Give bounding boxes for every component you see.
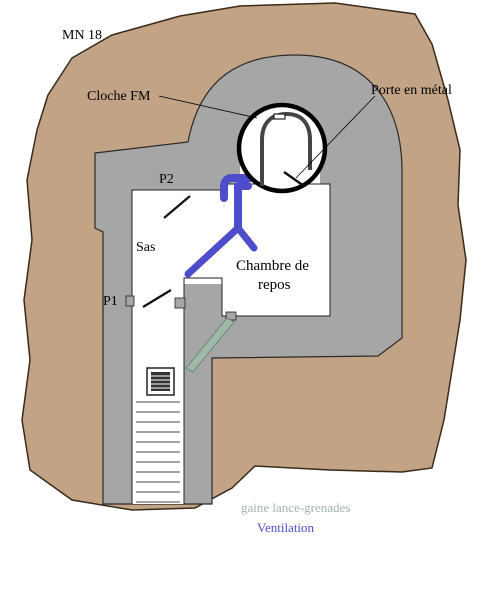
title: MN 18 — [62, 28, 102, 43]
label-chambre-line2: repos — [258, 277, 291, 293]
grate-icon — [146, 367, 175, 396]
cloche-interior-wall — [260, 111, 312, 186]
label-p1: P1 — [103, 294, 118, 309]
legend-ventilation: Ventilation — [257, 520, 315, 535]
label-cloche-fm: Cloche FM — [87, 89, 151, 104]
label-porte-en-metal: Porte en métal — [371, 83, 452, 98]
room-outline — [131, 183, 331, 504]
label-sas: Sas — [136, 240, 155, 255]
wall-nub — [125, 295, 135, 307]
staircase — [136, 401, 180, 503]
wall-nub — [174, 297, 186, 309]
ventilation-duct — [184, 174, 258, 278]
leader-porte — [295, 95, 376, 179]
cloche-embrasure — [273, 113, 286, 120]
label-chambre-line1: Chambre de — [236, 258, 309, 274]
gaine-lance-grenades — [185, 317, 235, 373]
door-p2 — [163, 195, 191, 219]
door-p1 — [142, 289, 172, 308]
cloche-door — [283, 171, 305, 187]
label-p2: P2 — [159, 172, 174, 187]
leader-cloche — [158, 95, 258, 119]
sas-room — [132, 190, 222, 284]
legend-gaine-lance-grenades: gaine lance-grenades — [241, 500, 350, 515]
